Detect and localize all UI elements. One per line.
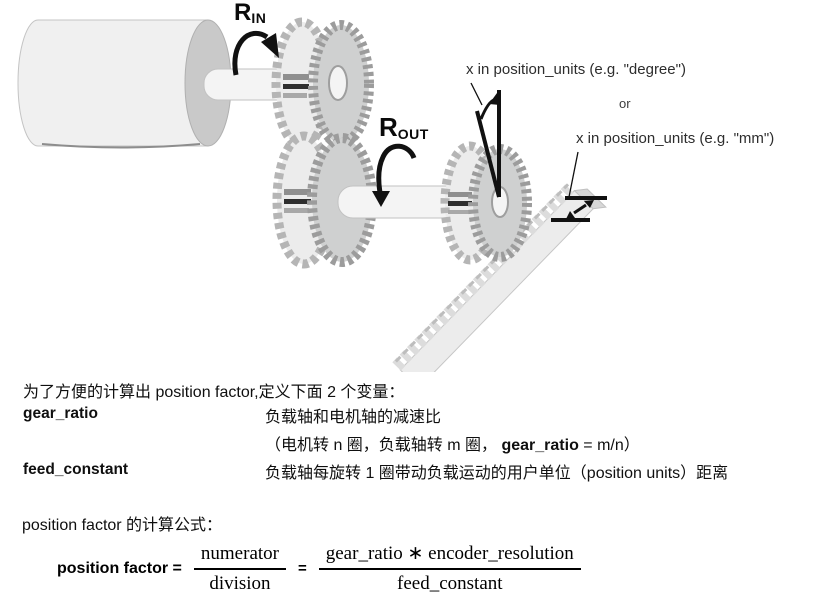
r-out-symbol: R xyxy=(379,112,398,142)
r-in-symbol: R xyxy=(234,0,252,26)
gear-ratio-desc-2-pre: （电机转 n 圈，负载轴转 m 圈， xyxy=(265,437,502,454)
or-label: or xyxy=(619,96,631,111)
gear-ratio-desc-2: （电机转 n 圈，负载轴转 m 圈， gear_ratio = m/n） xyxy=(265,431,640,455)
fraction1-denominator: division xyxy=(209,572,271,594)
formula-intro-line: position factor 的计算公式： xyxy=(22,517,223,534)
rotation-arrow-out-icon xyxy=(372,143,417,207)
linear-dimension-icon xyxy=(551,151,607,222)
r-in-subscript: IN xyxy=(251,10,267,26)
explanation-text-block: 为了方便的计算出 position factor,定义下面 2 个变量： gea… xyxy=(0,370,834,601)
gear-ratio-desc-1: 负载轴和电机轴的减速比 xyxy=(265,409,442,426)
fraction-numerator-division: numerator division xyxy=(193,543,286,595)
fraction2-denominator: feed_constant xyxy=(397,573,503,594)
gear-train-diagram: RIN ROUT x in position_units (e.g. "degr… xyxy=(17,0,775,372)
fraction-gear-ratio-feed-constant: gear_ratio ∗ encoder_resolution feed_con… xyxy=(318,542,581,595)
feed-constant-desc: 负载轴每旋转 1 圈带动负载运动的用户单位（position units）距离 xyxy=(265,465,729,482)
output-gear-shape xyxy=(272,131,377,269)
gear-ratio-desc-2-post: = m/n） xyxy=(578,437,640,454)
term-feed-constant: feed_constant xyxy=(23,461,129,478)
annotations xyxy=(232,30,607,222)
term-gear-ratio: gear_ratio xyxy=(23,405,98,422)
gear-ratio-desc-2-bold: gear_ratio xyxy=(501,437,579,454)
angle-annotation-icon xyxy=(470,82,501,198)
intro-line: 为了方便的计算出 position factor,定义下面 2 个变量： xyxy=(23,384,405,401)
pinion-gear-shape xyxy=(440,141,532,265)
motor-cylinder-shape xyxy=(17,19,232,149)
r-out-label: ROUT xyxy=(379,114,429,141)
fraction2-numerator: gear_ratio ∗ encoder_resolution xyxy=(318,542,581,570)
r-out-subscript: OUT xyxy=(397,126,429,142)
fraction1-numerator: numerator xyxy=(193,543,286,570)
formula-equals-sign: = xyxy=(297,560,307,577)
r-in-label: RIN xyxy=(234,0,267,26)
position-units-mm-label: x in position_units (e.g. "mm") xyxy=(576,130,775,147)
gear-train-drawing xyxy=(17,17,607,372)
position-factor-formula: position factor = numerator division = g… xyxy=(57,542,581,595)
position-units-degree-label: x in position_units (e.g. "degree") xyxy=(466,61,686,78)
formula-lhs: position factor = xyxy=(57,559,182,577)
rotation-arrow-in-icon xyxy=(232,30,279,76)
input-gear-shape xyxy=(271,17,374,151)
